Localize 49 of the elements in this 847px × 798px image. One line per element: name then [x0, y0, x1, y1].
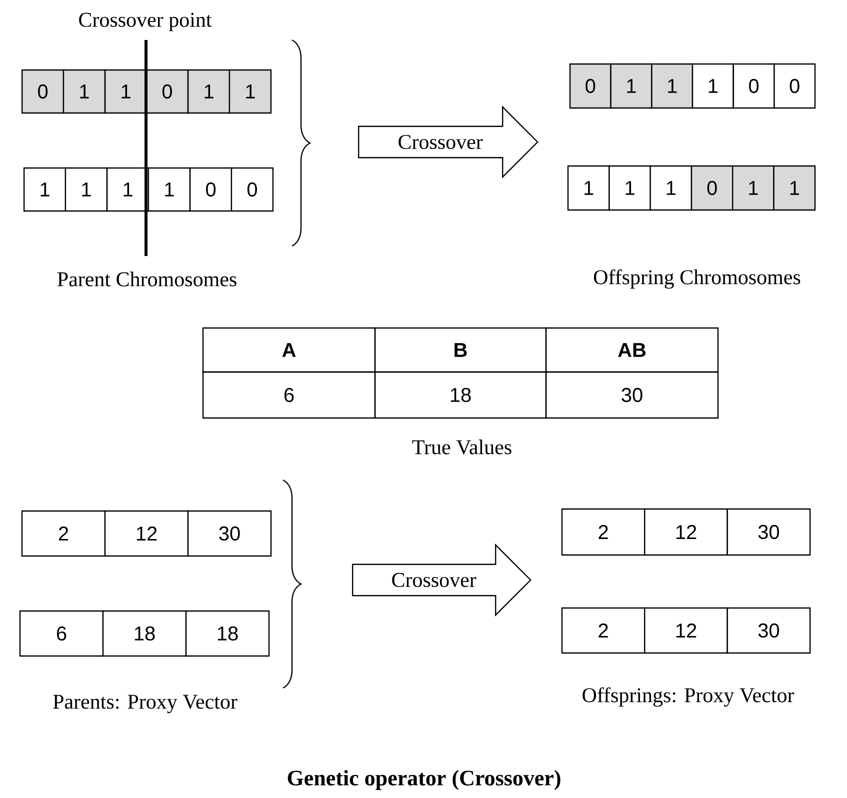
table-cell: 6 [202, 371, 376, 419]
gene-cell: 0 [230, 167, 274, 212]
gene-cell: 0 [690, 165, 734, 211]
gene-cell: 1 [650, 165, 692, 211]
gene-cell: 2 [21, 510, 106, 557]
gene-cell: 12 [644, 508, 728, 556]
gene-cell: 2 [561, 607, 646, 654]
gene-cell: 1 [608, 165, 651, 211]
gene-cell: 0 [569, 63, 612, 109]
gene-cell: 6 [19, 610, 104, 657]
table-cell: 18 [374, 371, 547, 419]
caption-text: Crossover point [79, 12, 212, 32]
caption-text: Parents: Proxy Vector [53, 694, 238, 714]
gene-cell: 1 [610, 63, 652, 109]
gene-cell: 1 [567, 165, 610, 211]
gene-cell: 1 [23, 167, 66, 212]
caption: Genetic operator (Crossover) [288, 770, 560, 790]
caption-text: Parent Chromosomes [58, 272, 236, 286]
caption-text: True Values [412, 440, 512, 454]
gene-cell: 1 [692, 63, 734, 109]
caption-text: Offspring Chromosomes [594, 269, 800, 289]
gene-cell: 2 [561, 508, 646, 556]
gene-cell: 1 [732, 165, 774, 211]
gene-cell: 12 [104, 510, 189, 557]
gene-cell: 1 [64, 167, 108, 212]
caption-text: Offsprings: Proxy Vector [582, 687, 794, 707]
gene-cell: 1 [228, 69, 272, 114]
gene-cell: 1 [106, 167, 150, 212]
gene-cell: 12 [644, 607, 728, 654]
gene-cell: 0 [189, 167, 232, 212]
table-cell: B [374, 327, 547, 373]
table-cell: 30 [545, 371, 719, 419]
table-cell: AB [545, 327, 719, 373]
gene-cell: 30 [726, 607, 811, 654]
gene-cell: 0 [21, 69, 64, 114]
gene-cell: 0 [732, 63, 775, 109]
gene-cell: 1 [104, 69, 148, 114]
gene-cell: 1 [651, 63, 694, 109]
gene-cell: 1 [62, 69, 106, 114]
gene-cell: 18 [185, 610, 270, 657]
gene-cell: 1 [773, 165, 816, 211]
gene-cell: 30 [726, 508, 811, 556]
gene-cell: 18 [102, 610, 187, 657]
gene-cell: 30 [187, 510, 272, 557]
gene-cell: 1 [187, 69, 230, 114]
gene-cell: 0 [146, 69, 189, 114]
gene-cell: 1 [148, 167, 191, 212]
table-cell: A [202, 327, 376, 373]
gene-cell: 0 [774, 63, 816, 109]
